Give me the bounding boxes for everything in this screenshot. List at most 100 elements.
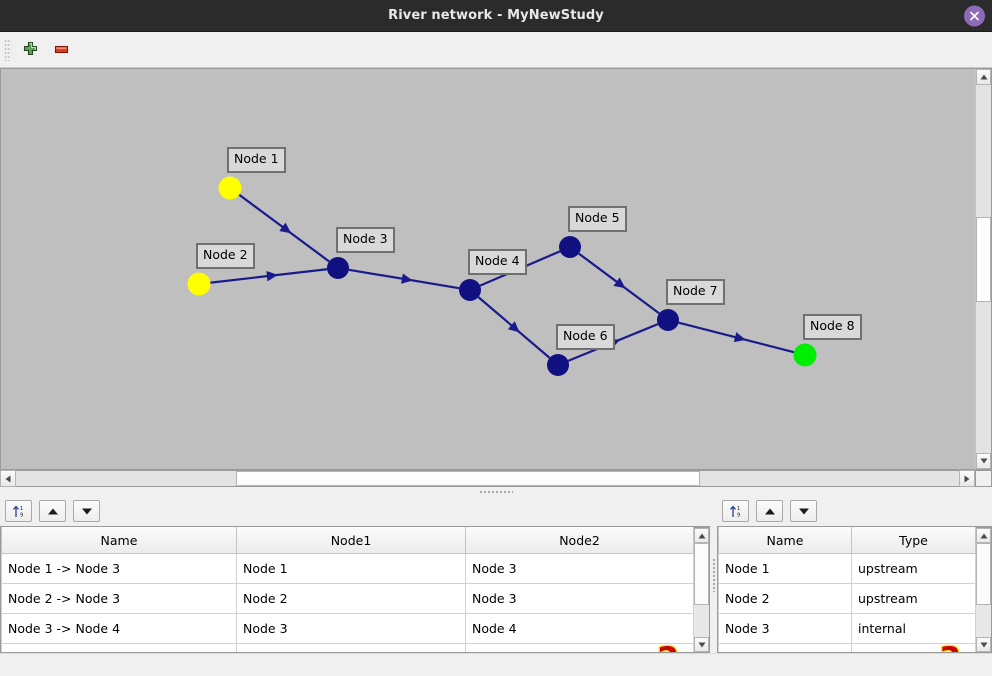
- cell-name[interactable]: Node 1 -> Node 3: [1, 553, 237, 584]
- cell-node2[interactable]: Node 52: [465, 643, 694, 652]
- graph-node-node-7[interactable]: [657, 309, 679, 331]
- cell-type[interactable]: upstream: [851, 553, 976, 584]
- remove-node-button[interactable]: [47, 36, 75, 64]
- node-label-node-7[interactable]: Node 7: [666, 279, 725, 305]
- caret-down-icon: [698, 642, 705, 647]
- cell-node1[interactable]: Node 2: [236, 583, 466, 614]
- graph-node-node-2[interactable]: [187, 272, 211, 296]
- reaches-scroll-up-button[interactable]: [694, 528, 709, 543]
- cell-name[interactable]: Node 1: [718, 553, 852, 584]
- cell-name[interactable]: Node 2 -> Node 3: [1, 583, 237, 614]
- cell-name[interactable]: Node 4: [718, 643, 852, 652]
- scroll-up-button[interactable]: [976, 69, 991, 85]
- title-bar: River network - MyNewStudy: [0, 0, 992, 32]
- cell-node1[interactable]: Node 3: [236, 613, 466, 644]
- column-header-name[interactable]: Name: [718, 527, 852, 554]
- scroll-left-button[interactable]: [0, 470, 16, 487]
- cell-node2[interactable]: Node 4: [465, 613, 694, 644]
- column-header-name[interactable]: Name: [1, 527, 237, 554]
- cell-name[interactable]: Node 3 -> Node 4: [1, 613, 237, 644]
- cell-type[interactable]: upstream: [851, 583, 976, 614]
- edge-arrowhead: [279, 222, 292, 234]
- reaches-scroll-thumb[interactable]: [694, 543, 709, 605]
- node-label-node-3[interactable]: Node 3: [336, 227, 395, 253]
- reaches-table-scrollbar[interactable]: [694, 527, 710, 653]
- canvas-vscroll-thumb[interactable]: [976, 217, 991, 302]
- arrow-down-icon: [798, 508, 809, 514]
- arrow-up-icon: [47, 508, 58, 514]
- graph-node-node-4[interactable]: [459, 279, 481, 301]
- cell-node1[interactable]: Node 1: [236, 553, 466, 584]
- node-label-node-1[interactable]: Node 1: [227, 147, 286, 173]
- cell-name[interactable]: Node 4 -> Node 5: [1, 643, 237, 652]
- graph-node-node-3[interactable]: [327, 257, 349, 279]
- cell-name[interactable]: Node 2: [718, 583, 852, 614]
- bottom-panels: 1 9: [0, 496, 992, 653]
- reaches-scroll-track[interactable]: [694, 543, 709, 637]
- canvas-hscroll-thumb[interactable]: [236, 471, 700, 486]
- nodes-sort-button[interactable]: 1 9: [722, 500, 749, 522]
- scroll-right-button[interactable]: [959, 470, 975, 487]
- graph-node-node-1[interactable]: [218, 176, 242, 200]
- canvas-vscroll-track[interactable]: [976, 85, 991, 453]
- column-header-node1[interactable]: Node1: [236, 527, 466, 554]
- reaches-panel: 1 9: [0, 496, 710, 653]
- cell-node2[interactable]: Node 3: [465, 553, 694, 584]
- node-label-node-5[interactable]: Node 5: [568, 206, 627, 232]
- node-label-node-2[interactable]: Node 2: [196, 243, 255, 269]
- nodes-scroll-track[interactable]: [976, 543, 991, 637]
- nodes-table-scrollbar[interactable]: [976, 527, 992, 653]
- cell-node2[interactable]: Node 3: [465, 583, 694, 614]
- graph-node-node-8[interactable]: [793, 343, 817, 367]
- edge-arrowhead: [613, 277, 626, 289]
- vertical-splitter[interactable]: [710, 496, 717, 653]
- canvas-hscroll-track[interactable]: [16, 470, 959, 487]
- reaches-sort-button[interactable]: 1 9: [5, 500, 32, 522]
- graph-node-node-5[interactable]: [559, 236, 581, 258]
- nodes-move-up-button[interactable]: [756, 500, 783, 522]
- close-button[interactable]: [964, 5, 985, 26]
- graph-node-node-6[interactable]: [547, 354, 569, 376]
- node-label-node-4[interactable]: Node 4: [468, 249, 527, 275]
- cell-name[interactable]: Node 3: [718, 613, 852, 644]
- node-label-node-8[interactable]: Node 8: [803, 314, 862, 340]
- canvas-horizontal-scrollbar[interactable]: [0, 470, 992, 487]
- nodes-scroll-thumb[interactable]: [976, 543, 991, 605]
- scroll-down-button[interactable]: [976, 453, 991, 469]
- nodes-move-down-button[interactable]: [790, 500, 817, 522]
- column-header-type[interactable]: Type: [851, 527, 976, 554]
- cell-node1[interactable]: Node 4: [236, 643, 466, 652]
- scrollbar-corner: [975, 470, 992, 487]
- table-row[interactable]: Node 4internal3: [718, 643, 976, 652]
- reaches-toolbar: 1 9: [0, 496, 710, 526]
- reaches-move-down-button[interactable]: [73, 500, 100, 522]
- column-header-node2[interactable]: Node2: [465, 527, 694, 554]
- node-label-node-6[interactable]: Node 6: [556, 324, 615, 350]
- add-node-button[interactable]: [16, 36, 44, 64]
- cell-type[interactable]: internal: [851, 613, 976, 644]
- network-canvas[interactable]: Node 1 Node 2 Node 3 Node 4 Node 5 Node 6 Node…: [0, 68, 975, 470]
- reaches-scroll-down-button[interactable]: [694, 637, 709, 652]
- reaches-move-up-button[interactable]: [39, 500, 66, 522]
- nodes-scroll-down-button[interactable]: [976, 637, 991, 652]
- cell-type[interactable]: internal3: [851, 643, 976, 652]
- horizontal-splitter[interactable]: [0, 487, 992, 496]
- canvas-vertical-scrollbar[interactable]: [975, 68, 992, 470]
- nodes-scroll-up-button[interactable]: [976, 528, 991, 543]
- toolbar-grip[interactable]: [4, 38, 11, 61]
- svg-text:1: 1: [737, 506, 740, 512]
- caret-down-icon: [980, 458, 987, 464]
